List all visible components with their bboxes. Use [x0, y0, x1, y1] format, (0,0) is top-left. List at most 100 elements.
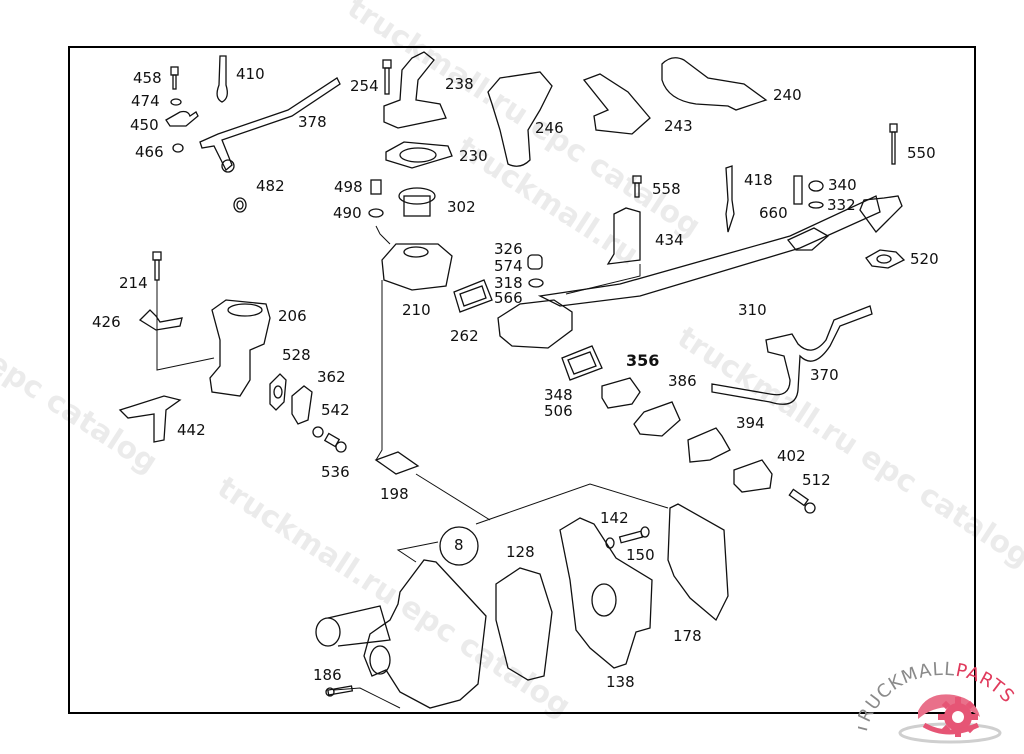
- part-label-558[interactable]: 558: [652, 180, 681, 198]
- part-label-490[interactable]: 490: [333, 204, 362, 222]
- part-490-seal[interactable]: [368, 208, 384, 218]
- part-label-150[interactable]: 150: [626, 546, 655, 564]
- part-label-450[interactable]: 450: [130, 116, 159, 134]
- part-442-bracket[interactable]: [118, 395, 182, 443]
- part-482-fitting[interactable]: [233, 197, 247, 213]
- part-label-386[interactable]: 386: [668, 372, 697, 390]
- part-246-elbow[interactable]: [487, 71, 553, 167]
- part-302-thermostat[interactable]: [398, 187, 436, 217]
- part-528-gasket[interactable]: [269, 373, 287, 411]
- part-326-plug[interactable]: [527, 254, 543, 270]
- part-318-ring[interactable]: [528, 278, 544, 288]
- callout-label-8[interactable]: 8: [454, 536, 464, 554]
- part-520-gasket[interactable]: [865, 249, 906, 269]
- part-418-strap[interactable]: [725, 165, 735, 233]
- part-378-pipe[interactable]: [199, 77, 341, 172]
- part-466-nut[interactable]: [172, 143, 184, 153]
- part-label-378[interactable]: 378: [298, 113, 327, 131]
- part-label-243[interactable]: 243: [664, 117, 693, 135]
- part-label-482[interactable]: 482: [256, 177, 285, 195]
- part-label-574[interactable]: 574: [494, 257, 523, 275]
- part-label-418[interactable]: 418: [744, 171, 773, 189]
- part-label-512[interactable]: 512: [802, 471, 831, 489]
- part-label-230[interactable]: 230: [459, 147, 488, 165]
- part-558-bolt[interactable]: [632, 175, 642, 198]
- part-label-458[interactable]: 458: [133, 69, 162, 87]
- part-label-474[interactable]: 474: [131, 92, 160, 110]
- part-362-plate[interactable]: [291, 385, 313, 425]
- part-label-246[interactable]: 246: [535, 119, 564, 137]
- part-550-bolt[interactable]: [889, 123, 898, 165]
- part-186-water-pump[interactable]: [363, 559, 487, 709]
- part-label-394[interactable]: 394: [736, 414, 765, 432]
- part-332-ring[interactable]: [808, 201, 824, 209]
- part-458-bolt[interactable]: [170, 66, 179, 90]
- part-label-498[interactable]: 498: [334, 178, 363, 196]
- part-label-442[interactable]: 442: [177, 421, 206, 439]
- part-label-332[interactable]: 332: [827, 196, 856, 214]
- part-label-356[interactable]: 356: [626, 351, 660, 370]
- part-254-bolt[interactable]: [382, 59, 392, 95]
- part-label-198[interactable]: 198: [380, 485, 409, 503]
- part-426-bracket[interactable]: [138, 309, 183, 331]
- part-label-340[interactable]: 340: [828, 176, 857, 194]
- part-label-262[interactable]: 262: [450, 327, 479, 345]
- part-label-410[interactable]: 410: [236, 65, 265, 83]
- part-340-plug[interactable]: [808, 180, 824, 192]
- part-128-gasket[interactable]: [495, 567, 553, 681]
- part-label-370[interactable]: 370: [810, 366, 839, 384]
- part-206-housing[interactable]: [209, 299, 271, 397]
- part-536-bolt[interactable]: [323, 432, 347, 453]
- part-label-536[interactable]: 536: [321, 463, 350, 481]
- part-label-254[interactable]: 254: [350, 77, 379, 95]
- part-label-348[interactable]: 348: [544, 386, 573, 404]
- part-262-gasket[interactable]: [453, 279, 493, 313]
- part-label-138[interactable]: 138: [606, 673, 635, 691]
- part-label-206[interactable]: 206: [278, 307, 307, 325]
- part-512-bolt[interactable]: [788, 488, 816, 514]
- part-198-gasket[interactable]: [374, 451, 420, 475]
- part-label-142[interactable]: 142: [600, 509, 629, 527]
- part-450-clamp[interactable]: [165, 110, 199, 127]
- part-138-plate[interactable]: [559, 517, 653, 669]
- part-240-elbow[interactable]: [661, 57, 768, 111]
- part-542-washer[interactable]: [312, 426, 324, 438]
- part-label-318[interactable]: 318: [494, 274, 523, 292]
- part-214-bolt[interactable]: [152, 251, 162, 281]
- part-label-310[interactable]: 310: [738, 301, 767, 319]
- part-238-housing[interactable]: [383, 51, 447, 129]
- part-660-sensor[interactable]: [793, 175, 803, 205]
- part-label-302[interactable]: 302: [447, 198, 476, 216]
- part-394-housing[interactable]: [687, 427, 731, 463]
- part-label-326[interactable]: 326: [494, 240, 523, 258]
- part-label-550[interactable]: 550: [907, 144, 936, 162]
- part-label-362[interactable]: 362: [317, 368, 346, 386]
- part-label-186[interactable]: 186: [313, 666, 342, 684]
- part-label-520[interactable]: 520: [910, 250, 939, 268]
- part-label-240[interactable]: 240: [773, 86, 802, 104]
- part-370-pipe[interactable]: [711, 305, 873, 405]
- part-label-506[interactable]: 506: [544, 402, 573, 420]
- part-356-cover[interactable]: [601, 377, 641, 409]
- part-label-528[interactable]: 528: [282, 346, 311, 364]
- part-142-washer[interactable]: [605, 537, 615, 549]
- part-410-tab[interactable]: [216, 55, 228, 103]
- part-386-cover[interactable]: [633, 401, 681, 437]
- part-label-128[interactable]: 128: [506, 543, 535, 561]
- part-310-manifold[interactable]: [537, 195, 881, 307]
- part-label-542[interactable]: 542: [321, 401, 350, 419]
- part-label-402[interactable]: 402: [777, 447, 806, 465]
- part-label-566[interactable]: 566: [494, 289, 523, 307]
- part-402-cover[interactable]: [733, 459, 773, 493]
- part-label-214[interactable]: 214: [119, 274, 148, 292]
- part-label-210[interactable]: 210: [402, 301, 431, 319]
- part-243-outlet[interactable]: [582, 73, 651, 135]
- part-434-bracket[interactable]: [606, 207, 641, 265]
- part-210-housing[interactable]: [381, 243, 453, 291]
- part-474-washer[interactable]: [170, 98, 182, 106]
- part-230-gasket[interactable]: [385, 141, 453, 169]
- part-label-426[interactable]: 426: [92, 313, 121, 331]
- part-186-bolt[interactable]: [325, 685, 354, 697]
- part-label-466[interactable]: 466: [135, 143, 164, 161]
- part-498-plug[interactable]: [370, 179, 382, 195]
